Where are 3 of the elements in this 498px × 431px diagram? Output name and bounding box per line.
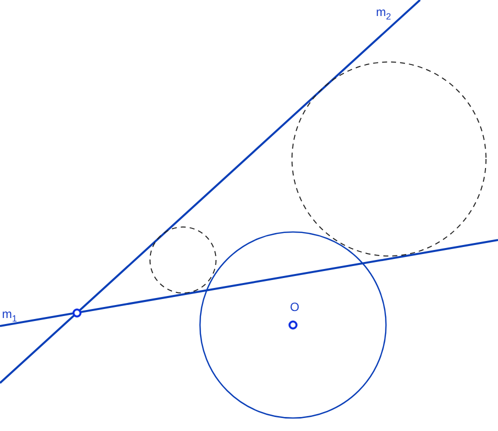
point-label: m$_{2}$ (376, 6, 392, 22)
point-label: O (290, 301, 300, 313)
point-label: m$_{1}$ (2, 308, 18, 324)
